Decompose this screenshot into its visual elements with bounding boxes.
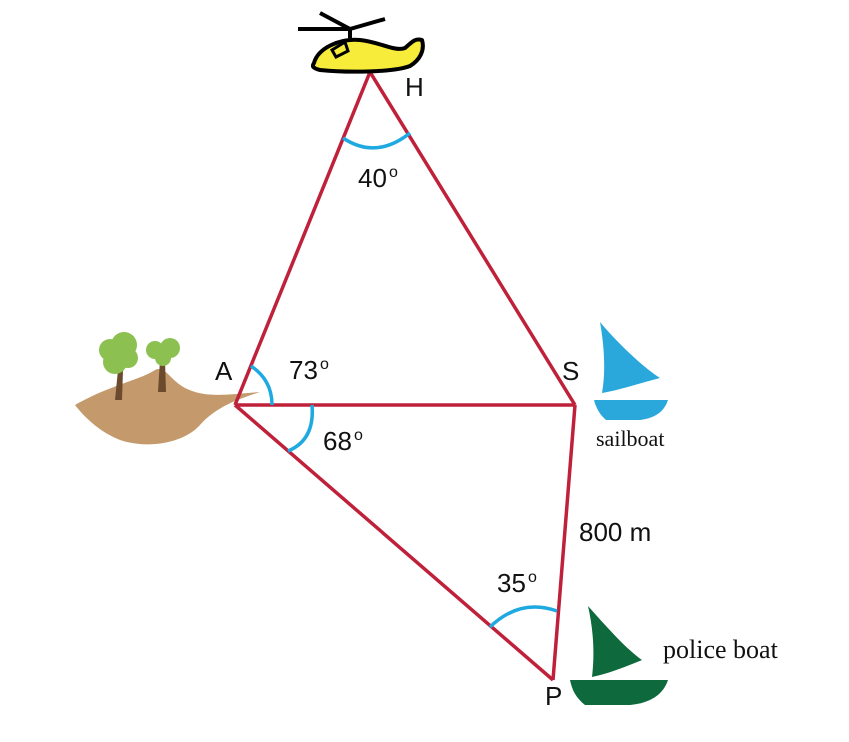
- angle-label-A-upper: 73: [289, 355, 318, 385]
- degree-mark: o: [354, 427, 363, 444]
- angle-arc-P: [488, 605, 558, 629]
- line-AP: [233, 403, 555, 682]
- point-label-A: A: [215, 356, 233, 386]
- angle-arc-A-lower: [287, 404, 315, 453]
- degree-mark: o: [389, 164, 398, 181]
- angle-label-A-lower: 68: [323, 426, 352, 456]
- line-SP: [551, 404, 577, 681]
- degree-mark: o: [320, 356, 329, 373]
- angle-arc-A-upper: [249, 364, 274, 406]
- sailboat-label: sailboat: [596, 426, 664, 451]
- angle-label-P: 35: [497, 568, 526, 598]
- point-label-P: P: [545, 681, 562, 711]
- triangle-lines: [233, 71, 577, 682]
- island-icon: [75, 332, 260, 445]
- degree-mark: o: [528, 569, 537, 586]
- sailboat-icon: [594, 322, 668, 420]
- police-boat-icon: [570, 606, 668, 705]
- helicopter-icon: [298, 11, 425, 74]
- line-HA: [233, 71, 372, 406]
- angle-arc-H: [342, 131, 412, 150]
- police-boat-label: police boat: [663, 635, 779, 664]
- line-HS: [368, 71, 577, 406]
- distance-label-SP: 800 m: [579, 517, 651, 547]
- angle-label-H: 40: [358, 163, 387, 193]
- point-label-S: S: [562, 356, 579, 386]
- point-label-H: H: [405, 72, 424, 102]
